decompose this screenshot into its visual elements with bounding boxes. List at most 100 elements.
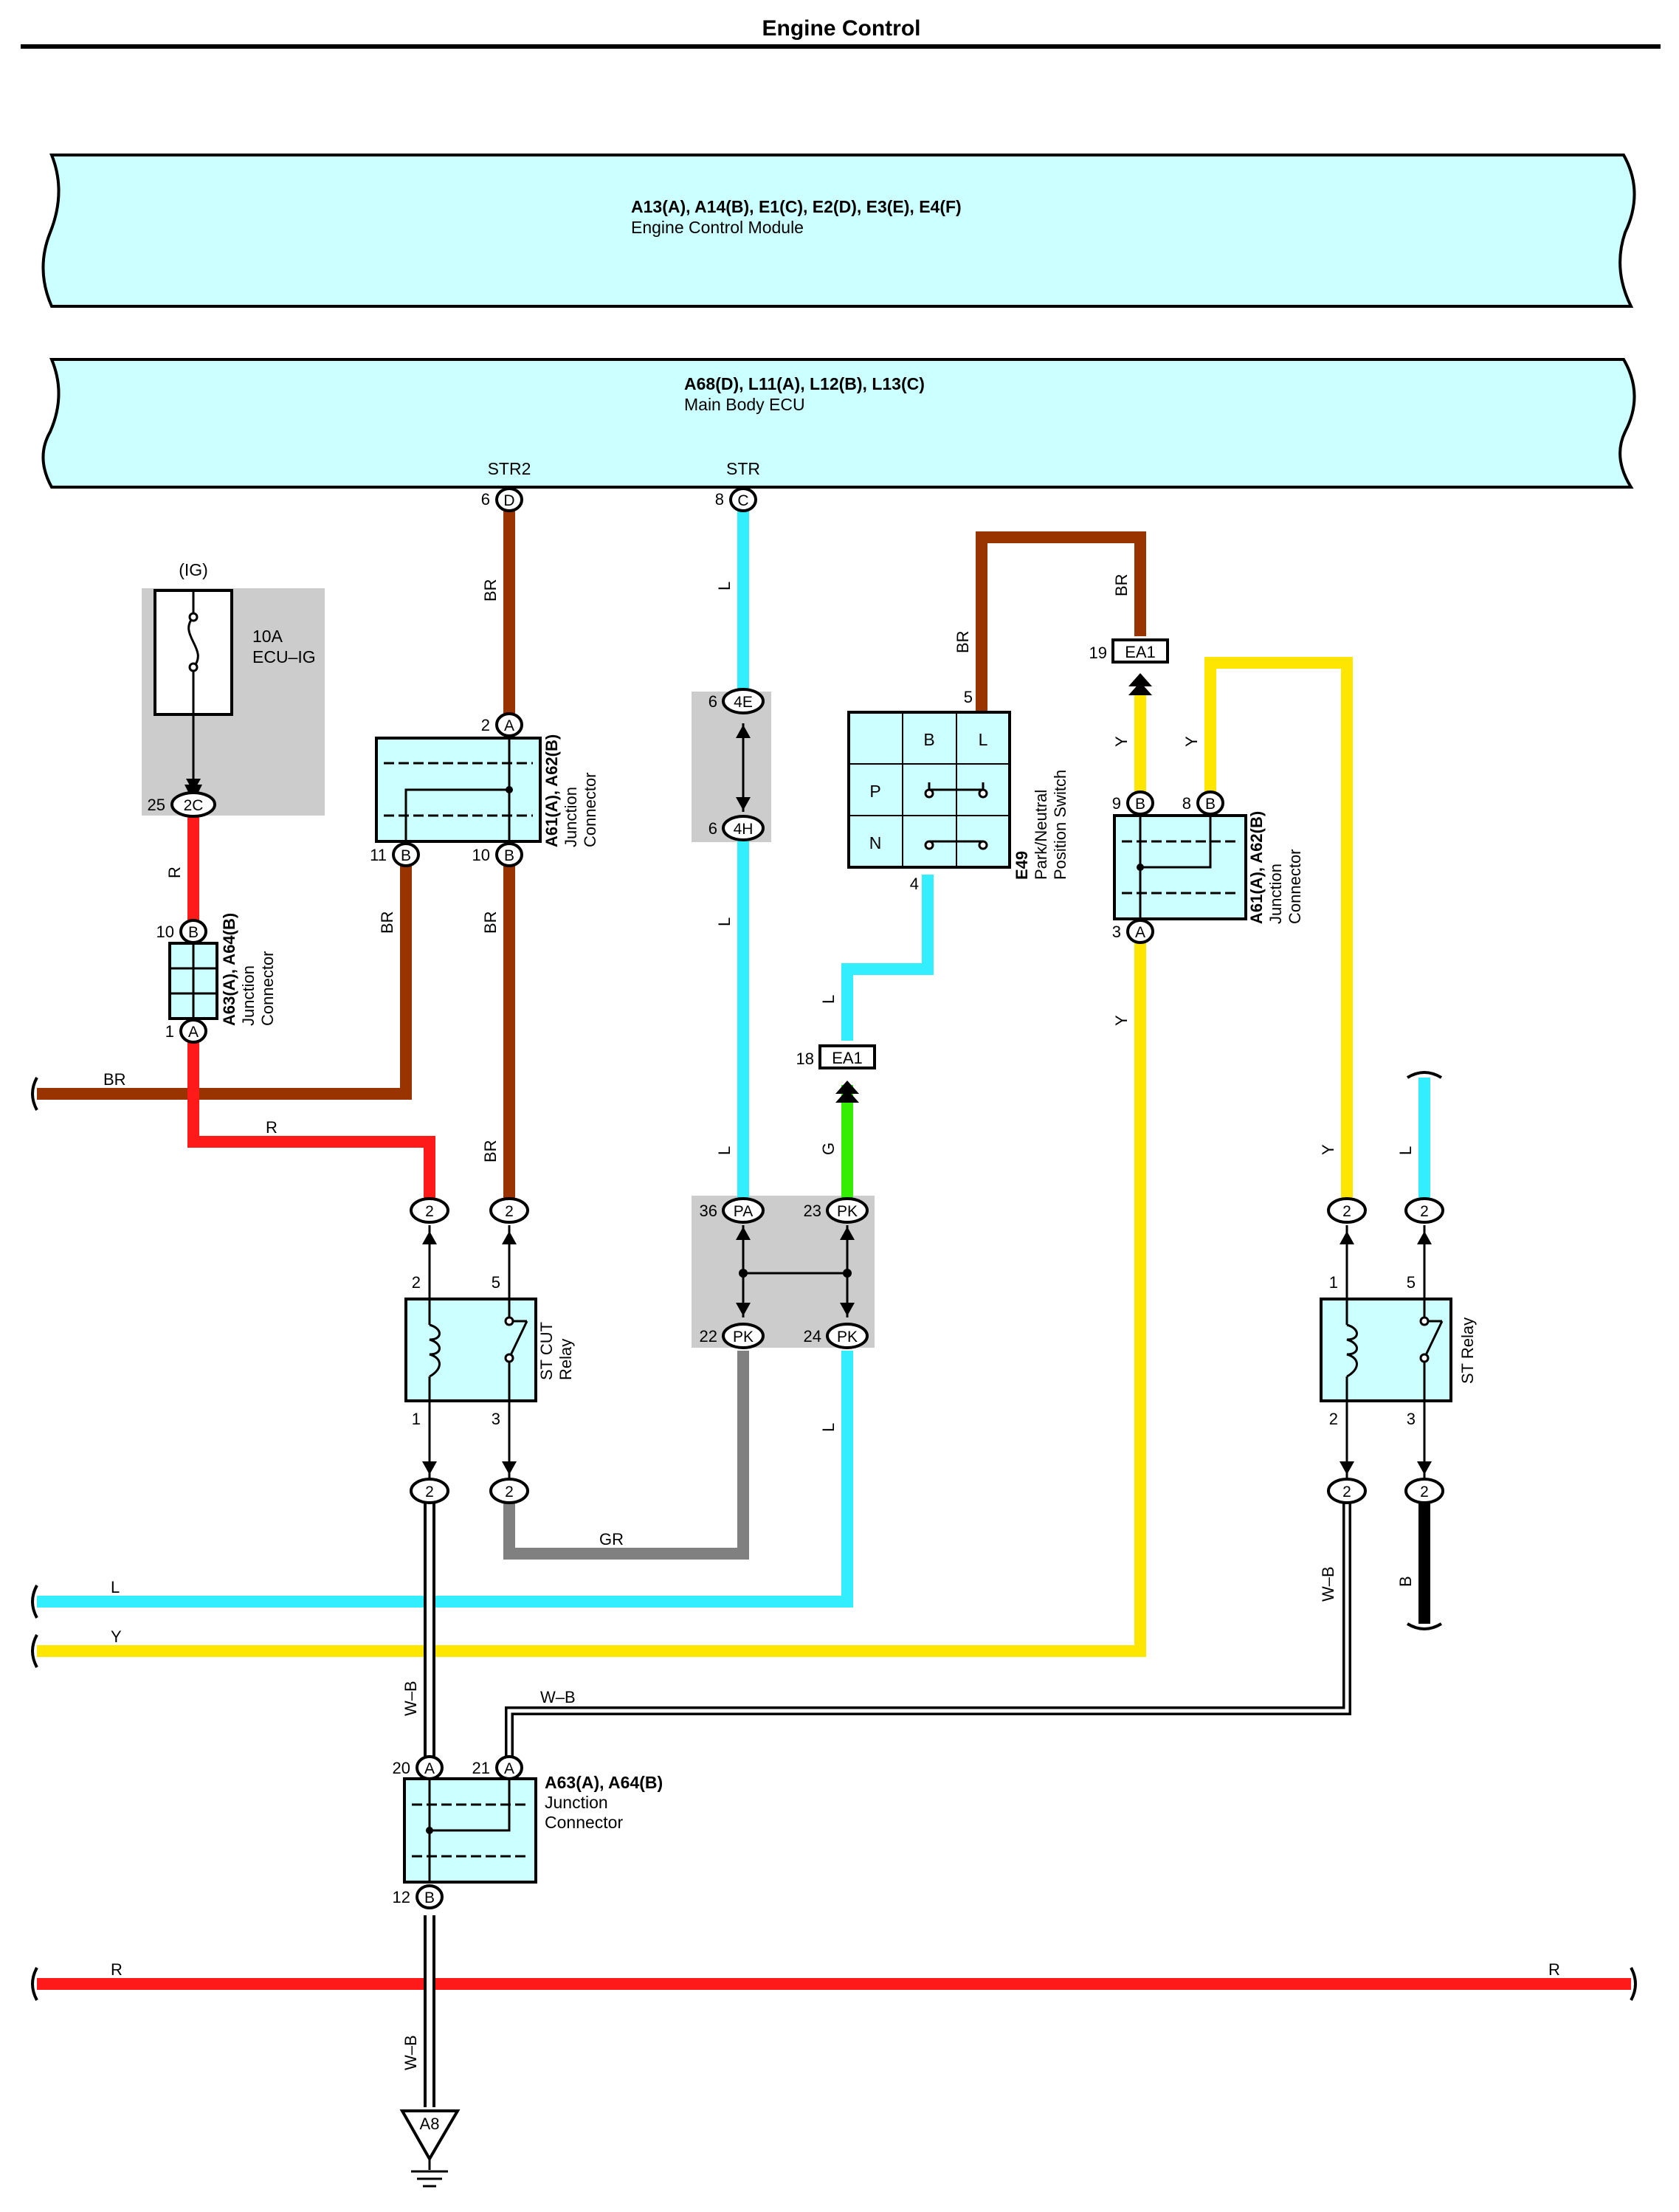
st-relay: ST Relay [1320, 1247, 1477, 1458]
pin-24: 24 [804, 1327, 821, 1346]
pin-2: 2 [481, 716, 490, 734]
wire-r-relay [187, 1033, 435, 1199]
conn-a-jc2: A [188, 1024, 199, 1041]
ea1-bottom-label: EA1 [832, 1049, 863, 1067]
st-cut-relay: ST CUT Relay [404, 1247, 575, 1458]
pin-12: 12 [393, 1888, 410, 1906]
wire-label-wb-1: W–B [401, 1681, 420, 1716]
wire-label-br-2: BR [378, 911, 396, 934]
terminal-str-label: STR [726, 459, 760, 478]
jc-a61-right-line2: Connector [1286, 849, 1304, 924]
fuse-rating: 10A [252, 627, 283, 646]
wire-br-left [37, 856, 412, 1100]
wire-label-y-3: Y [1112, 1015, 1131, 1026]
wire-l-pnp [841, 875, 934, 1041]
conn-2-b: 2 [505, 1203, 514, 1220]
pin-11: 11 [370, 846, 387, 864]
connector-ovals [170, 487, 1444, 1909]
wire-label-g: G [819, 1143, 838, 1155]
wire-label-l-2: L [715, 917, 734, 926]
relay-pin-1: 1 [412, 1410, 421, 1428]
ecm-codes: A13(A), A14(B), E1(C), E2(D), E3(E), E4(… [631, 197, 962, 216]
wire-label-l-5: L [819, 1423, 838, 1432]
conn-2-f: 2 [505, 1484, 514, 1500]
wire-label-gr: GR [599, 1530, 624, 1548]
fuse-ig-label: (IG) [179, 560, 208, 579]
st-cut-relay-line2: Relay [556, 1339, 575, 1380]
wire-label-l-6: L [111, 1578, 120, 1596]
wire-label-y-5: Y [111, 1627, 122, 1646]
conn-b-jc3-9: B [1135, 796, 1145, 813]
conn-4h: 4H [734, 821, 754, 838]
relay-pin-3: 3 [492, 1410, 500, 1428]
conn-pk-24: PK [837, 1329, 858, 1346]
wire-label-r-4: R [1548, 1960, 1560, 1979]
conn-2c: 2C [184, 797, 204, 814]
pnp-col-b: B [923, 730, 934, 749]
wire-label-b: B [1396, 1576, 1415, 1587]
conn-b-jc1-10: B [504, 847, 514, 864]
oval-letters: D C A B B 2C B A 4E 4H B B A PA PK PK PK… [184, 492, 1429, 1906]
conn-pa: PA [734, 1203, 753, 1220]
pin-21: 21 [472, 1759, 490, 1777]
pin-3: 3 [1112, 923, 1121, 941]
conn-2-d: 2 [1420, 1203, 1429, 1220]
pin-18: 18 [796, 1050, 814, 1068]
wire-label-l-1: L [715, 582, 734, 590]
wire-label-br-3: BR [481, 911, 500, 934]
conn-a-jc4-21: A [504, 1760, 514, 1777]
fuse-name: ECU–IG [252, 647, 316, 666]
st-cut-relay-line1: ST CUT [537, 1322, 556, 1380]
wire-label-y-4: Y [1319, 1144, 1337, 1155]
conn-2-h: 2 [1420, 1484, 1429, 1500]
junction-connector-a61-top: A61(A), A62(B) Junction Connector [375, 734, 599, 847]
wire-y-main [37, 934, 1146, 1657]
pnp-row-p: P [869, 782, 880, 801]
pin-6a: 6 [709, 692, 717, 711]
wire-label-l-4: L [819, 995, 838, 1004]
wire-label-br-4: BR [481, 1140, 500, 1162]
pnp-line1: Park/Neutral [1032, 790, 1050, 880]
st-relay-pin-3: 3 [1407, 1410, 1416, 1428]
fuse-ecu-ig: (IG) 10A ECU–IG [154, 560, 316, 802]
pin-8b: 8 [1182, 794, 1191, 813]
wire-break-marks [31, 1071, 1637, 2001]
wire-label-wb-4: W–B [401, 2035, 420, 2070]
st-relay-pin-5: 5 [1407, 1273, 1416, 1292]
pin-4: 4 [910, 875, 919, 893]
pin-numbers: 6 8 2 11 10 25 10 1 6 6 5 4 19 9 8 3 18 … [148, 490, 1416, 1906]
conn-d: D [503, 492, 514, 509]
conn-pk-23: PK [837, 1203, 858, 1220]
conn-c: C [737, 492, 748, 509]
wire-label-br-5: BR [103, 1070, 126, 1089]
connector-ea1-bottom: EA1 [818, 1044, 876, 1069]
wire-label-br-6: BR [954, 630, 972, 653]
pnp-row-n: N [869, 833, 882, 852]
jc-a61-right-codes: A61(A), A62(B) [1247, 811, 1266, 924]
jc-a63-bottom-codes: A63(A), A64(B) [545, 1773, 663, 1792]
wire-label-l-3: L [715, 1146, 734, 1155]
jc-a61-right-line1: Junction [1266, 864, 1285, 924]
conn-2-e: 2 [425, 1484, 434, 1500]
conn-b-jc3-8: B [1205, 796, 1216, 813]
pin-10b: 10 [156, 923, 174, 941]
wire-label-r-1: R [165, 866, 184, 878]
pnp-code: E49 [1013, 851, 1031, 880]
pin-36: 36 [700, 1202, 717, 1220]
engine-control-module: A13(A), A14(B), E1(C), E2(D), E3(E), E4(… [41, 154, 1636, 308]
terminal-str2-label: STR2 [488, 459, 531, 478]
conn-a-jc1: A [504, 717, 514, 734]
body-ecu-name: Main Body ECU [684, 395, 805, 414]
pin-22: 22 [700, 1327, 717, 1346]
pin-20: 20 [393, 1759, 410, 1777]
ea1-top-label: EA1 [1125, 643, 1156, 661]
splice-dots [739, 1269, 852, 1278]
junction-connector-a63-bottom: A63(A), A64(B) Junction Connector [403, 1773, 663, 1884]
jc-a63-bottom-line2: Connector [545, 1813, 623, 1832]
pin-6: 6 [481, 490, 490, 509]
wire-label-br-7: BR [1112, 573, 1131, 596]
relay-pin-5: 5 [492, 1273, 500, 1292]
ground-a8: A8 [399, 2109, 461, 2188]
wire-label-wb-2: W–B [540, 1688, 576, 1706]
